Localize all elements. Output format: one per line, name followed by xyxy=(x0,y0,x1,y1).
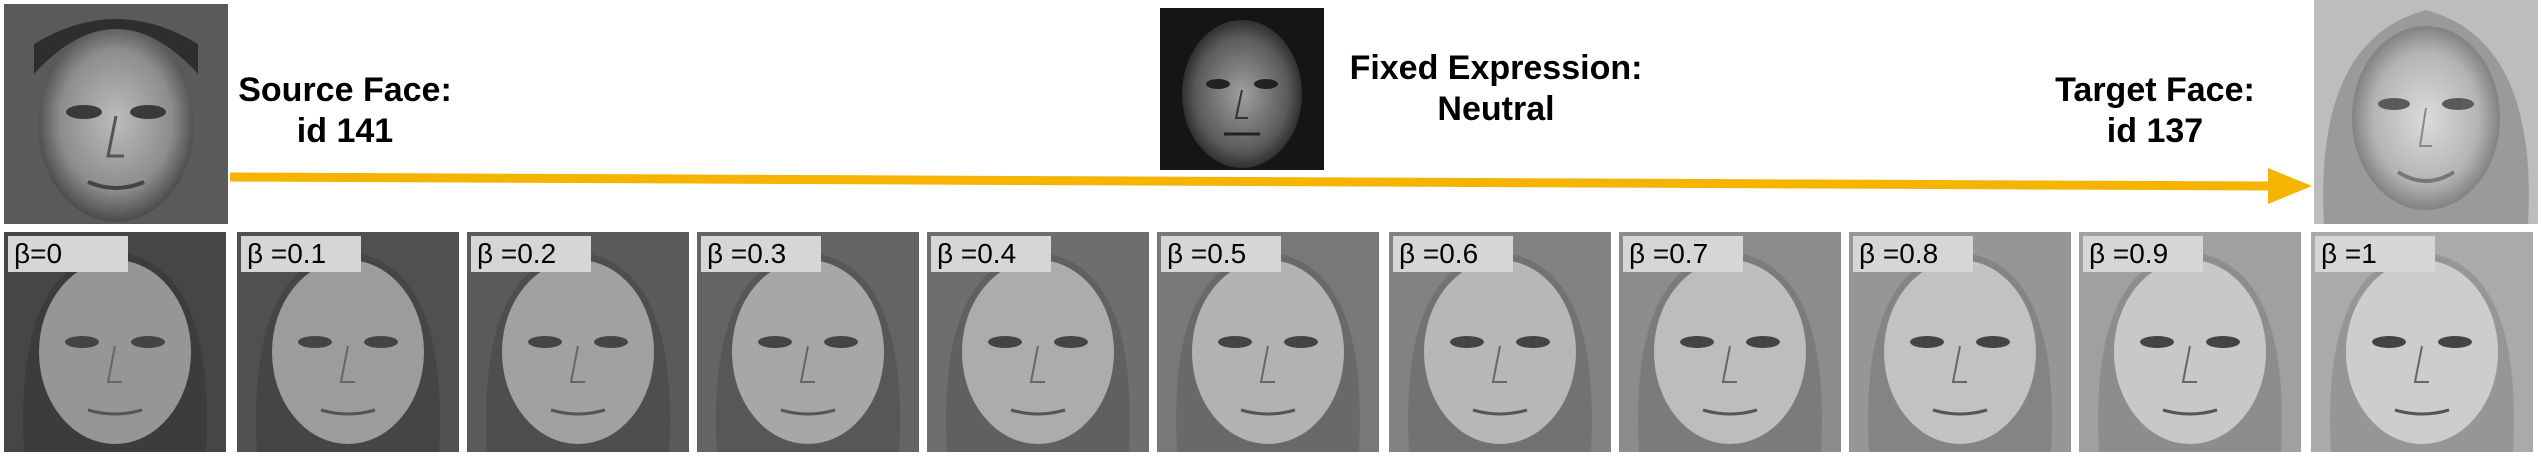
fixed-expression-image xyxy=(1160,8,1324,170)
interpolated-face-1: β =0.1 xyxy=(237,232,459,452)
beta-label-8: β =0.8 xyxy=(1853,236,1973,272)
interpolated-face-0: β=0 xyxy=(4,232,226,452)
fixed-expression-caption-line1: Fixed Expression: xyxy=(1349,49,1643,87)
arrow-head xyxy=(2268,168,2312,204)
target-face-caption-line2: id 137 xyxy=(2106,112,2204,150)
target-face-caption: Target Face: id 137 xyxy=(2050,70,2260,152)
beta-label-9: β =0.9 xyxy=(2083,236,2203,272)
interpolated-face-5: β =0.5 xyxy=(1157,232,1379,452)
interpolated-face-7: β =0.7 xyxy=(1619,232,1841,452)
beta-label-10: β =1 xyxy=(2315,236,2435,272)
interpolated-face-8: β =0.8 xyxy=(1849,232,2071,452)
arrow-shaft xyxy=(229,172,2271,191)
beta-label-4: β =0.4 xyxy=(931,236,1051,272)
fixed-expression-caption-line2: Neutral xyxy=(1437,90,1555,128)
beta-label-2: β =0.2 xyxy=(471,236,591,272)
interpolated-face-10: β =1 xyxy=(2311,232,2533,452)
source-face-image xyxy=(4,4,228,224)
fixed-expression-caption: Fixed Expression: Neutral xyxy=(1336,48,1656,130)
source-face-caption: Source Face: id 141 xyxy=(230,70,460,152)
target-face-image xyxy=(2314,0,2538,224)
source-face-caption-line2: id 141 xyxy=(296,112,394,150)
interpolated-face-2: β =0.2 xyxy=(467,232,689,452)
target-face-caption-line1: Target Face: xyxy=(2055,71,2255,109)
interpolated-face-3: β =0.3 xyxy=(697,232,919,452)
beta-label-7: β =0.7 xyxy=(1623,236,1743,272)
interpolated-face-4: β =0.4 xyxy=(927,232,1149,452)
interpolated-face-6: β =0.6 xyxy=(1389,232,1611,452)
source-face-caption-line1: Source Face: xyxy=(238,71,452,109)
beta-label-5: β =0.5 xyxy=(1161,236,1281,272)
beta-label-1: β =0.1 xyxy=(241,236,361,272)
interpolated-face-9: β =0.9 xyxy=(2079,232,2301,452)
beta-label-6: β =0.6 xyxy=(1393,236,1513,272)
beta-label-0: β=0 xyxy=(8,236,128,272)
beta-label-3: β =0.3 xyxy=(701,236,821,272)
